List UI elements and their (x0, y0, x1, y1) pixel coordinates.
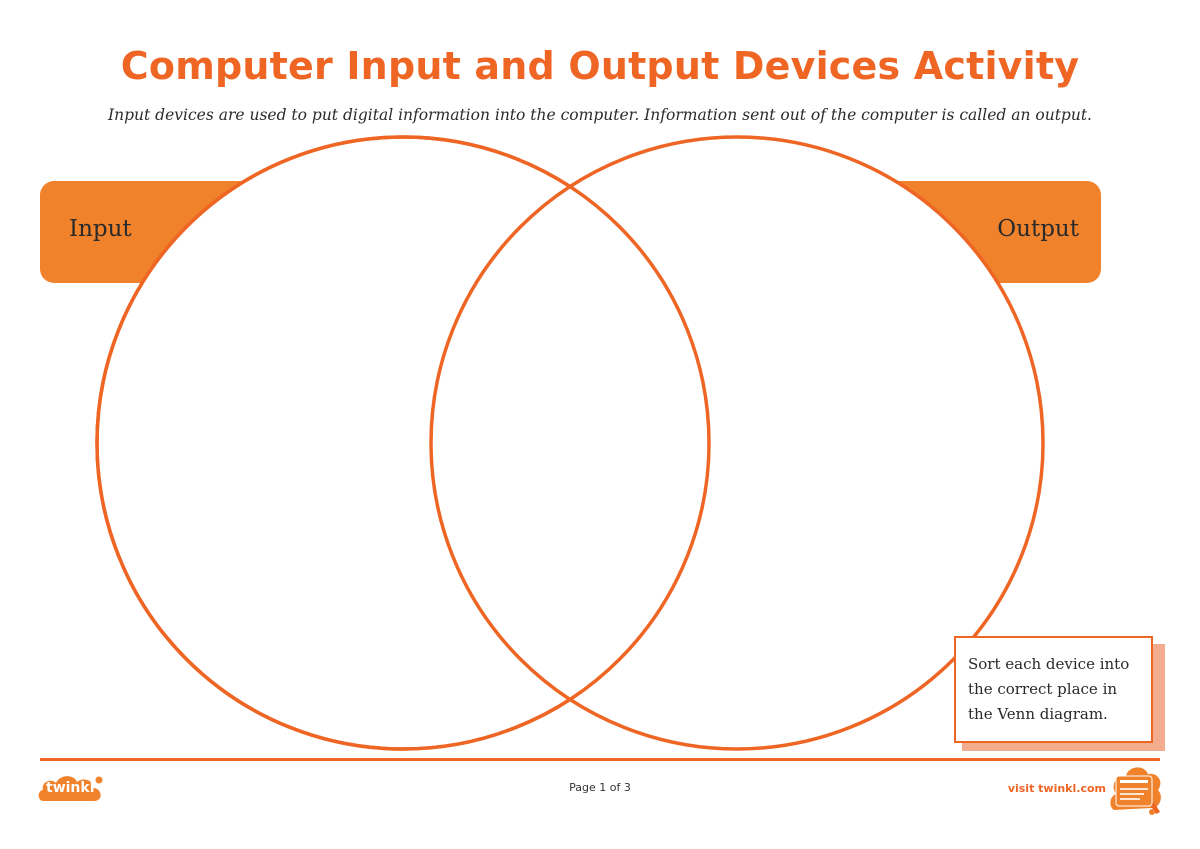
instruction-box: Sort each device into the correct place … (954, 636, 1153, 743)
visit-link[interactable]: visit twinkl.com (1007, 782, 1106, 795)
output-label: Output (997, 216, 1079, 242)
input-circle-outline (95, 135, 711, 751)
output-circle (429, 135, 1045, 751)
instruction-line-1: Sort each device into (968, 655, 1130, 673)
page-number: Page 1 of 3 (569, 781, 631, 794)
footer-divider (40, 758, 1160, 761)
instruction-line-3: the Venn diagram. (968, 705, 1108, 723)
page-title: Computer Input and Output Devices Activi… (120, 44, 1080, 88)
logo-wordmark: twinkl (46, 780, 95, 796)
twinkl-logo[interactable] (36, 771, 106, 807)
quality-badge-icon (1110, 767, 1161, 815)
page-subtitle: Input devices are used to put digital in… (108, 106, 1092, 124)
instruction-line-2: the correct place in (968, 680, 1118, 698)
input-label: Input (69, 216, 132, 242)
